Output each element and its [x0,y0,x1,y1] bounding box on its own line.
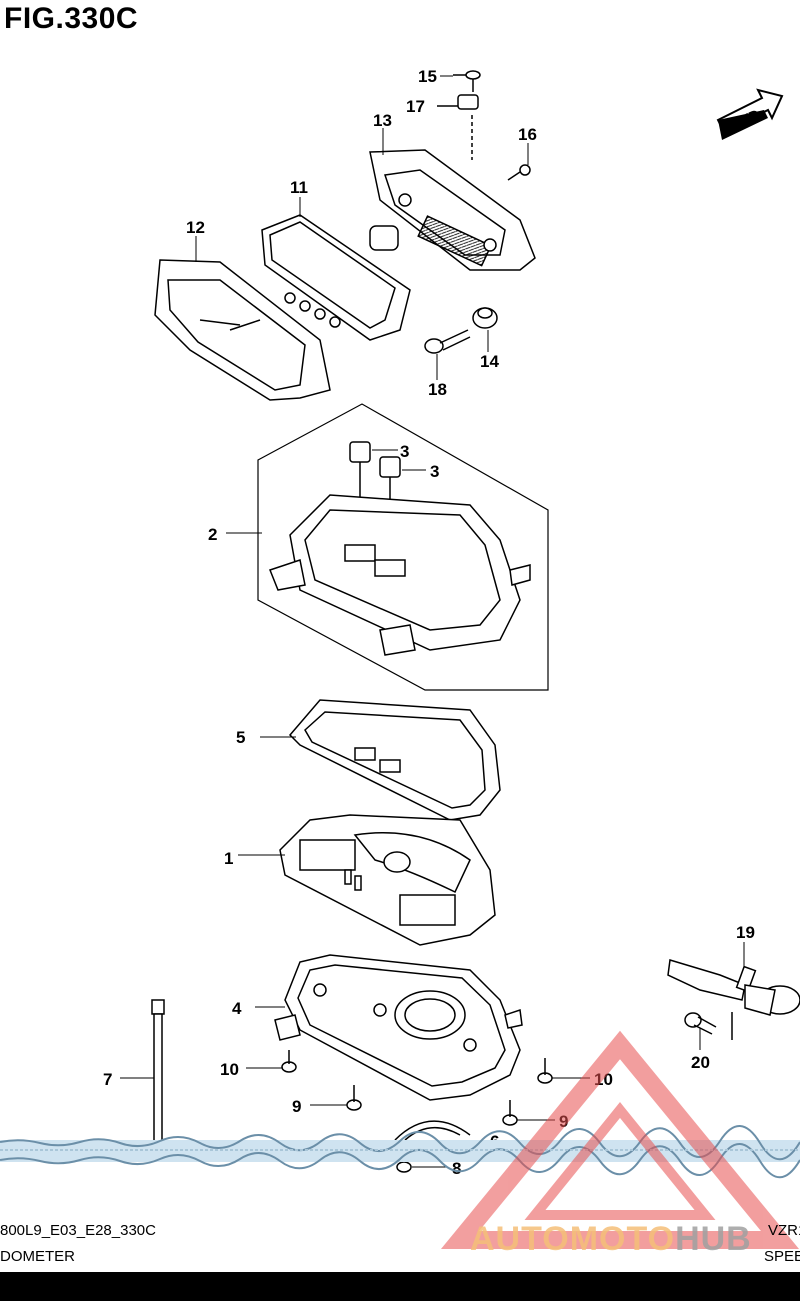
part-16-screw [507,164,531,181]
watermark-text: AUTOMOTOHUB [470,1220,752,1259]
callout-8: 8 [452,1159,461,1178]
part-7-cable-tie [151,999,165,1145]
leader-lines [120,75,745,1168]
callout-17: 17 [406,97,425,116]
callout-13: 13 [373,111,392,130]
part-14-grommet [472,307,498,329]
footer-model-code: VZR1 [768,1222,800,1239]
part-19-speed-sensor [667,959,800,1040]
part-20-bolt [684,1012,717,1035]
callout-3a: 3 [400,442,409,461]
part-1-meter-board [279,814,496,946]
watermark-part2: HUB [675,1220,752,1258]
torn-edge-band [0,1125,800,1179]
footer-model-name: SPEE [764,1248,800,1265]
callout-12: 12 [186,218,205,237]
callout-20: 20 [691,1053,710,1072]
callout-19: 19 [736,923,755,942]
callout-11: 11 [290,178,308,197]
part-3-caps [349,441,401,565]
part-12-lens-cover [154,259,331,401]
callout-7: 7 [103,1070,112,1089]
callout-15: 15 [418,67,437,86]
part-15-screw [453,70,481,92]
part-4-lower-case [274,954,523,1101]
part-2-upper-case [269,494,531,656]
part-2-group-box [257,403,549,691]
part-5-gasket [288,699,501,821]
part-10-screws [281,1050,553,1084]
watermark-part1: AUTOMOTO [470,1220,676,1258]
bottom-black-band [0,1272,800,1301]
part-13-bracket [369,149,536,271]
part-8-washer [396,1161,412,1173]
callout-16: 16 [518,125,537,144]
callout-18: 18 [428,380,447,399]
callout-9a: 9 [292,1097,301,1116]
footer-diagram-name: DOMETER [0,1248,75,1265]
callout-5: 5 [236,728,245,747]
callout-4: 4 [232,999,242,1018]
callout-3b: 3 [430,462,439,481]
callout-2: 2 [208,525,217,544]
fwd-arrow-icon: FWD [716,88,784,140]
part-17-clip [437,94,479,160]
part-18-bolt [424,329,471,354]
callout-14: 14 [480,352,499,371]
callout-10a: 10 [220,1060,239,1079]
figure-title: FIG.330C [4,2,139,35]
watermark-logo [440,1030,800,1249]
part-6-seal [394,1120,471,1141]
callout-1: 1 [224,849,233,868]
footer-diagram-code: 800L9_E03_E28_330C [0,1222,156,1239]
callout-labels: 1 2 3 3 4 5 6 7 8 9 9 10 10 11 12 13 14 … [103,67,755,1178]
